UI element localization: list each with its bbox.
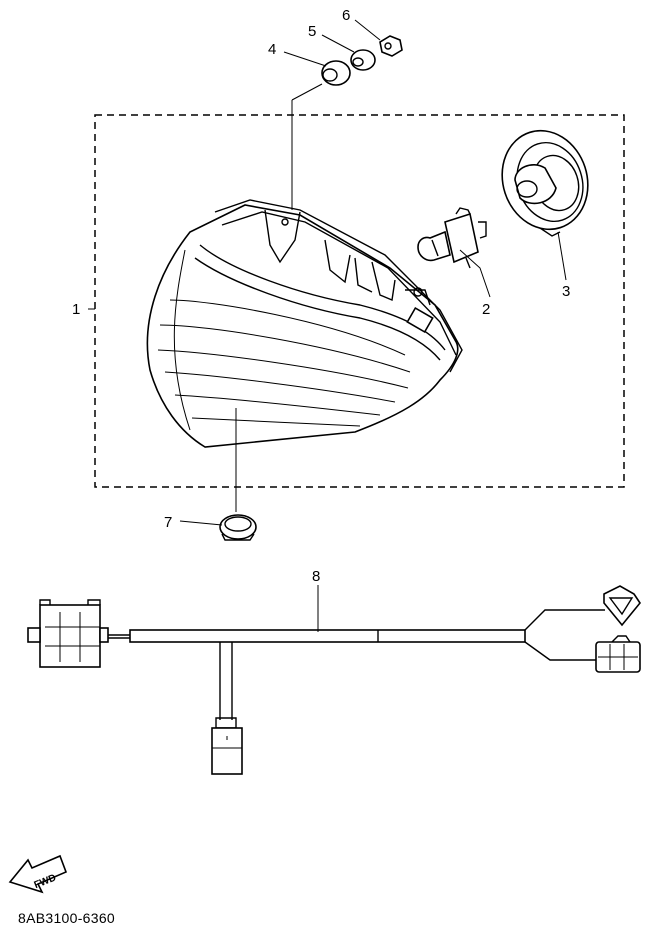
forward-arrow-icon: FWD [8, 854, 68, 894]
callout-6: 6 [342, 7, 350, 24]
callout-8: 8 [312, 568, 320, 585]
callout-1: 1 [72, 301, 80, 318]
rubber-cap [219, 514, 257, 541]
callout-3: 3 [562, 283, 570, 300]
callout-7: 7 [164, 514, 172, 531]
wire-harness [27, 585, 641, 775]
diagram-code: 8AB3100-6360 [18, 910, 116, 926]
callout-2: 2 [482, 301, 490, 318]
leader-lines [88, 19, 567, 632]
bulb [417, 207, 487, 269]
headlight-housing [146, 199, 463, 448]
assembly-boundary [94, 114, 625, 488]
grommet [321, 60, 351, 86]
callout-4: 4 [268, 41, 276, 58]
callout-5: 5 [308, 23, 316, 40]
bulb-cover [501, 129, 589, 237]
collar [350, 49, 376, 71]
nut [379, 35, 403, 57]
